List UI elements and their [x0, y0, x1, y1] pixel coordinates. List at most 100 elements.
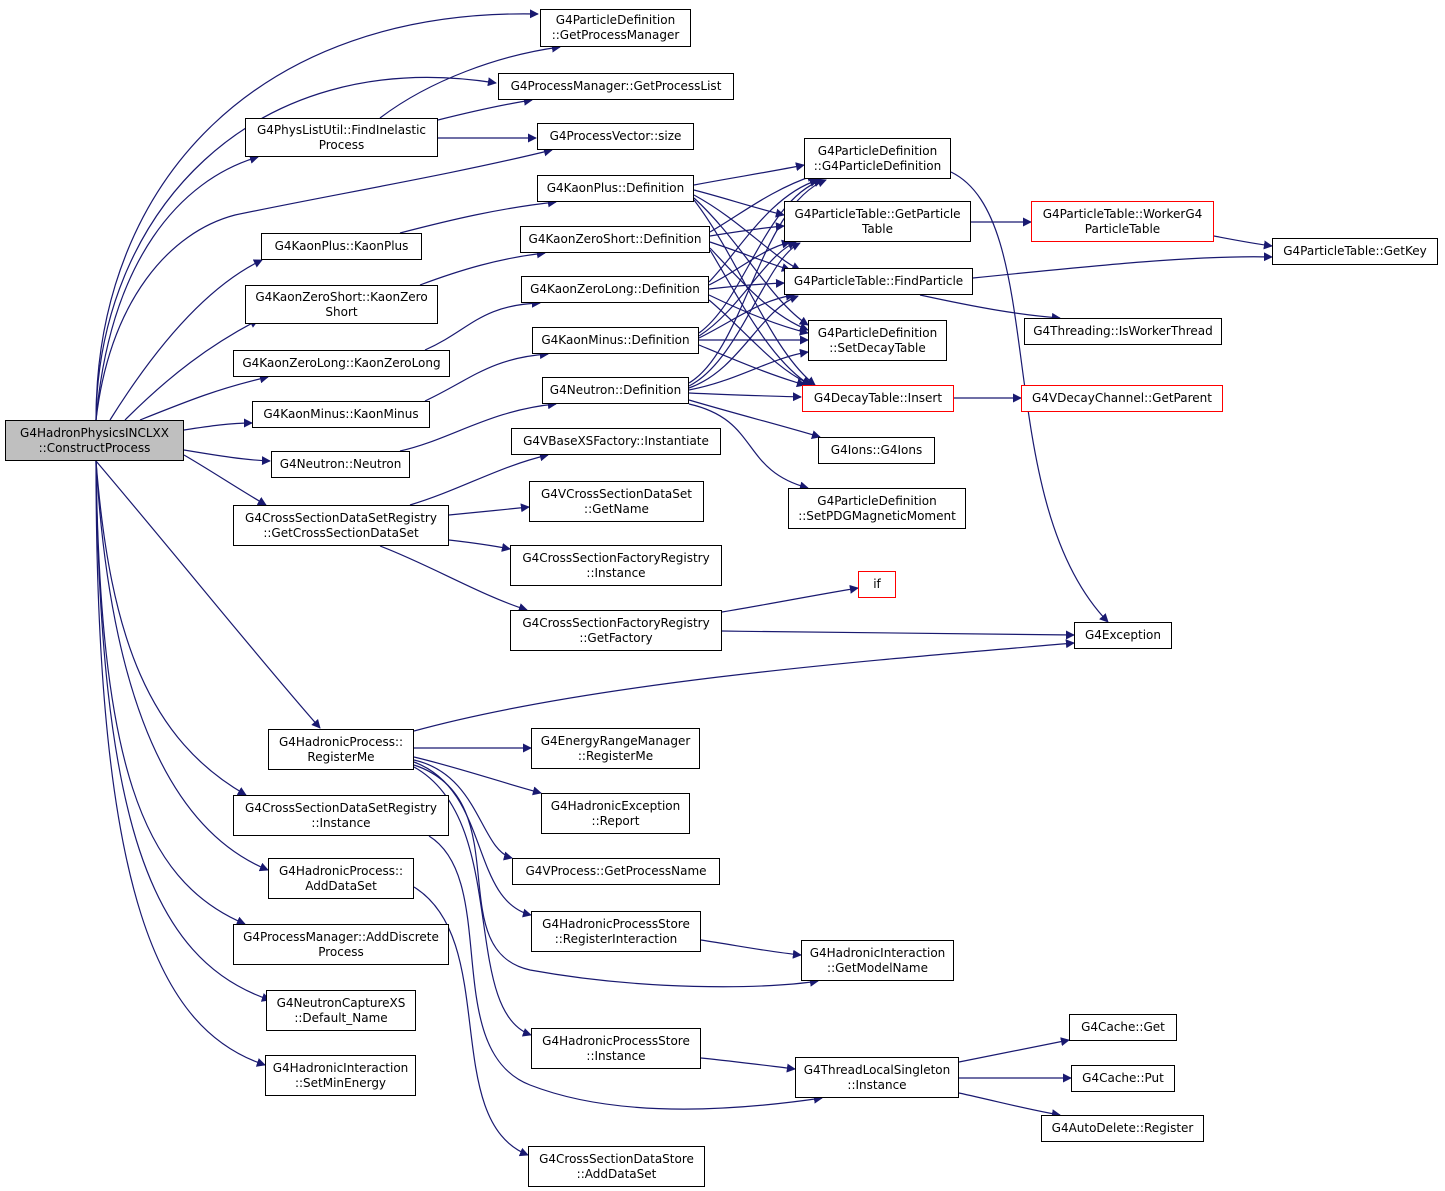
- edge-km-def-to-find-particle: [698, 291, 795, 339]
- edge-root-to-process-vector-size: [95, 147, 553, 421]
- node-he-report[interactable]: G4HadronicException ::Report: [541, 793, 690, 834]
- node-is-worker-thread[interactable]: G4Threading::IsWorkerThread: [1024, 318, 1222, 345]
- edge-tls-to-cache-get: [958, 1037, 1070, 1063]
- edge-kzl-def-to-find-particle: [708, 278, 785, 290]
- edge-root-to-set-min-energy: [95, 460, 266, 1067]
- node-process-vector-size[interactable]: G4ProcessVector::size: [537, 123, 694, 150]
- edge-root-to-hp-register: [95, 460, 321, 729]
- node-hp-register-me[interactable]: G4HadronicProcess:: RegisterMe: [268, 729, 414, 770]
- node-kaonminus-definition[interactable]: G4KaonMinus::Definition: [532, 327, 699, 354]
- node-hp-add-data-set[interactable]: G4HadronicProcess:: AddDataSet: [268, 858, 414, 899]
- node-get-process-list[interactable]: G4ProcessManager::GetProcessList: [498, 73, 734, 100]
- node-get-model-name[interactable]: G4HadronicInteraction ::GetModelName: [801, 940, 954, 981]
- node-if[interactable]: if: [858, 571, 896, 598]
- node-get-process-manager[interactable]: G4ParticleDefinition ::GetProcessManager: [540, 9, 691, 47]
- node-csdsr-instance[interactable]: G4CrossSectionDataSetRegistry ::Instance: [233, 795, 449, 836]
- edge-root-to-kzl: [139, 374, 269, 421]
- node-decay-table-insert[interactable]: G4DecayTable::Insert: [802, 385, 954, 412]
- edge-n-def-to-insert: [688, 392, 802, 402]
- edge-kzs-def-to-find-particle: [709, 241, 791, 272]
- edge-kp-def-to-get-pt: [693, 189, 785, 218]
- node-g4exception[interactable]: G4Exception: [1074, 622, 1172, 649]
- node-worker-particle-table[interactable]: G4ParticleTable::WorkerG4 ParticleTable: [1031, 201, 1214, 242]
- edge-kzl-def-to-set-decay-table: [708, 294, 809, 336]
- edge-get-cs-to-vcs-get-name: [448, 503, 530, 516]
- edge-kp-def-to-pd-ctor: [693, 162, 805, 186]
- node-find-inelastic-process[interactable]: G4PhysListUtil::FindInelastic Process: [245, 118, 438, 157]
- node-kaonzeroshort-definition[interactable]: G4KaonZeroShort::Definition: [520, 226, 710, 253]
- node-particle-definition-ctor[interactable]: G4ParticleDefinition ::G4ParticleDefinit…: [804, 138, 951, 179]
- edge-hps-instance-to-tls-instance: [700, 1057, 796, 1073]
- node-neutron-definition[interactable]: G4Neutron::Definition: [542, 377, 689, 404]
- edge-root-to-hp-add-data-set: [95, 460, 269, 872]
- node-get-process-name[interactable]: G4VProcess::GetProcessName: [512, 858, 720, 885]
- edge-n-def-to-set-decay-table: [688, 348, 809, 391]
- edge-get-factory-to-if: [721, 584, 859, 613]
- node-default-name[interactable]: G4NeutronCaptureXS ::Default_Name: [266, 990, 416, 1031]
- node-register-interaction[interactable]: G4HadronicProcessStore ::RegisterInterac…: [531, 911, 701, 952]
- node-kaonplus-kaonplus[interactable]: G4KaonPlus::KaonPlus: [261, 233, 422, 260]
- edge-n-def-to-pd-ctor: [688, 178, 827, 384]
- edge-get-factory-to-exception: [721, 630, 1075, 640]
- node-kaonzeroshort-kaonzeroshort[interactable]: G4KaonZeroShort::KaonZero Short: [245, 285, 438, 324]
- edge-root-to-find-inelastic: [95, 154, 259, 421]
- node-get-parent[interactable]: G4VDecayChannel::GetParent: [1021, 385, 1223, 412]
- node-set-min-energy[interactable]: G4HadronicInteraction ::SetMinEnergy: [265, 1055, 416, 1096]
- edge-n-def-to-set-pdg-mm: [688, 403, 809, 491]
- edge-find-inelastic-to-get-process-list: [437, 96, 533, 121]
- edge-pd-ctor-to-exception: [950, 171, 1109, 623]
- edge-hp-add-data-set-to-csds-add-data-set: [413, 886, 529, 1157]
- edge-worker-table-to-get-key: [1213, 235, 1273, 250]
- edge-root-to-neutron: [183, 449, 271, 466]
- edge-root-to-get-process-manager: [95, 9, 539, 421]
- edge-kp-def-to-insert: [693, 199, 816, 386]
- node-construct-process[interactable]: G4HadronPhysicsINCLXX ::ConstructProcess: [5, 420, 184, 461]
- node-cache-get[interactable]: G4Cache::Get: [1069, 1014, 1177, 1041]
- node-hps-instance[interactable]: G4HadronicProcessStore ::Instance: [531, 1028, 701, 1069]
- node-auto-delete-register[interactable]: G4AutoDelete::Register: [1041, 1115, 1204, 1142]
- node-csfr-instance[interactable]: G4CrossSectionFactoryRegistry ::Instance: [510, 545, 722, 586]
- edge-kzl-ctor-to-definition: [424, 298, 541, 351]
- node-cache-put[interactable]: G4Cache::Put: [1071, 1065, 1175, 1092]
- edge-hp-register-to-register-interaction: [413, 761, 532, 918]
- edge-root-to-get-cs: [183, 454, 267, 506]
- node-kaonzerolong-definition[interactable]: G4KaonZeroLong::Definition: [521, 276, 709, 303]
- edge-km-def-to-pd-ctor: [698, 178, 823, 334]
- node-get-cross-section-data-set[interactable]: G4CrossSectionDataSetRegistry ::GetCross…: [233, 505, 449, 546]
- edge-get-cs-to-csfr-get-factory: [379, 545, 528, 612]
- node-csds-add-data-set[interactable]: G4CrossSectionDataStore ::AddDataSet: [528, 1146, 705, 1187]
- node-set-pdg-magnetic-moment[interactable]: G4ParticleDefinition ::SetPDGMagneticMom…: [788, 488, 966, 529]
- node-add-discrete-process[interactable]: G4ProcessManager::AddDiscrete Process: [233, 924, 449, 965]
- edge-hp-register-to-he-report: [413, 756, 542, 796]
- edge-kaonplus-to-definition: [399, 198, 557, 234]
- node-kaonminus-kaonminus[interactable]: G4KaonMinus::KaonMinus: [252, 401, 430, 428]
- edge-kzs-def-to-set-decay-table: [709, 247, 809, 332]
- node-vcs-get-name[interactable]: G4VCrossSectionDataSet ::GetName: [529, 481, 704, 522]
- edge-find-inelastic-to-get-process-manager: [379, 43, 561, 119]
- edge-csdsr-instance-to-tls-instance: [428, 835, 823, 1110]
- node-kaonplus-definition[interactable]: G4KaonPlus::Definition: [537, 175, 694, 202]
- node-kaonzerolong-kaonzerolong[interactable]: G4KaonZeroLong::KaonZeroLong: [233, 350, 450, 377]
- node-get-particle-table[interactable]: G4ParticleTable::GetParticle Table: [784, 201, 971, 242]
- edge-find-particle-to-is-worker-thread: [919, 294, 1061, 322]
- edge-root-to-csdsr-instance: [95, 460, 247, 796]
- node-vbase-instantiate[interactable]: G4VBaseXSFactory::Instantiate: [511, 428, 721, 455]
- edge-kzs-ctor-to-definition: [419, 249, 546, 286]
- node-g4ions-ctor[interactable]: G4Ions::G4Ions: [818, 437, 935, 464]
- edge-hp-register-to-model-name: [413, 764, 819, 988]
- node-erm-register-me[interactable]: G4EnergyRangeManager ::RegisterMe: [531, 728, 700, 769]
- node-csfr-get-factory[interactable]: G4CrossSectionFactoryRegistry ::GetFacto…: [510, 610, 722, 651]
- node-set-decay-table[interactable]: G4ParticleDefinition ::SetDecayTable: [808, 320, 947, 361]
- node-neutron-neutron[interactable]: G4Neutron::Neutron: [271, 451, 410, 478]
- node-tls-instance[interactable]: G4ThreadLocalSingleton ::Instance: [795, 1057, 959, 1098]
- edge-register-interaction-to-model-name: [700, 939, 802, 959]
- edge-neutron-ctor-to-definition: [399, 400, 557, 452]
- node-find-particle[interactable]: G4ParticleTable::FindParticle: [784, 268, 973, 295]
- edge-n-def-to-g4ions: [688, 399, 821, 439]
- edge-root-to-kminus: [183, 418, 253, 431]
- edge-kzs-def-to-get-pt: [709, 222, 785, 237]
- edge-root-to-add-discrete: [95, 460, 246, 926]
- node-get-key[interactable]: G4ParticleTable::GetKey: [1272, 238, 1438, 265]
